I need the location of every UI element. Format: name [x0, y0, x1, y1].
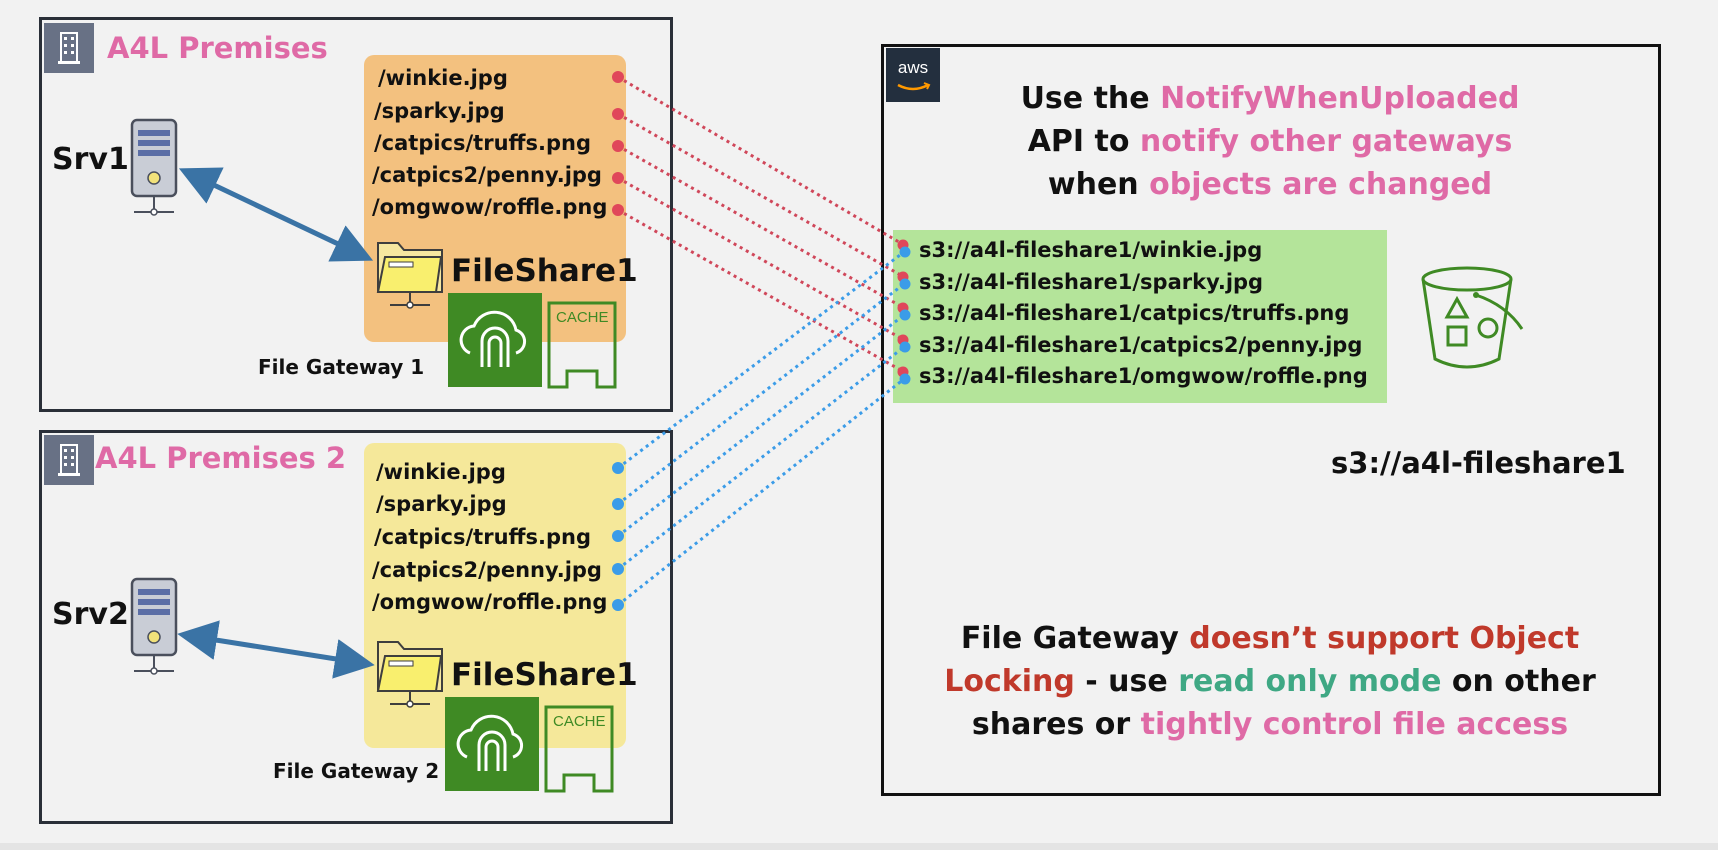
file-item: /catpics2/penny.jpg [372, 558, 602, 582]
locking-text: File Gateway [960, 621, 1190, 656]
notify-text: when [1047, 167, 1150, 202]
s3-object: s3://a4l-fileshare1/catpics/truffs.png [919, 301, 1350, 325]
folder-icon [375, 233, 447, 313]
locking-warning: doesn’t support Object [1189, 621, 1580, 656]
gateway1-sync-lines [617, 75, 905, 374]
s3-object: s3://a4l-fileshare1/catpics2/penny.jpg [919, 333, 1363, 357]
notify-highlight: notify other gateways [1139, 124, 1513, 159]
file-item: /catpics2/penny.jpg [372, 163, 602, 187]
folder-icon [375, 632, 447, 712]
file-item: /catpics/truffs.png [374, 525, 592, 549]
locking-option: tightly control file access [1140, 707, 1569, 742]
server-1-label: Srv1 [52, 142, 129, 177]
notify-message: Use the NotifyWhenUploaded API to notify… [960, 77, 1580, 206]
building-icon [44, 435, 94, 485]
notify-text: Use the [1020, 81, 1161, 116]
file-gateway-1-label: File Gateway 1 [258, 355, 425, 379]
premises-2-title: A4L Premises 2 [95, 441, 347, 475]
file-gateway-icon [448, 293, 542, 387]
s3-bucket-icon [1420, 265, 1526, 379]
server-icon [128, 577, 180, 681]
file-item: /omgwow/roffle.png [372, 590, 608, 614]
srv1-connection-arrow [178, 167, 374, 262]
locking-warning: Locking [944, 664, 1075, 699]
srv2-connection-arrow [177, 620, 375, 679]
notify-text: API to [1027, 124, 1140, 159]
fileshare-2-label: FileShare1 [451, 657, 638, 693]
s3-object: s3://a4l-fileshare1/omgwow/roffle.png [919, 364, 1368, 388]
locking-message: File Gateway doesn’t support Object Lock… [920, 617, 1620, 746]
file-item: /sparky.jpg [376, 492, 507, 516]
fileshare-1-label: FileShare1 [451, 253, 638, 289]
file-item: /winkie.jpg [376, 460, 506, 484]
file-item: /winkie.jpg [378, 66, 508, 90]
gateway2-sync-lines [617, 250, 905, 607]
gateway2-file-dots [612, 462, 624, 611]
building-icon [44, 23, 94, 73]
locking-option: read only mode [1178, 664, 1442, 699]
locking-text: - use [1074, 664, 1179, 699]
s3-object: s3://a4l-fileshare1/sparky.jpg [919, 270, 1264, 294]
premises-1-title: A4L Premises [107, 31, 328, 65]
aws-cloud-box [881, 44, 1661, 796]
server-icon [128, 118, 180, 222]
cache-label: CACHE [556, 309, 609, 326]
file-gateway-2-label: File Gateway 2 [273, 759, 440, 783]
locking-text: on other [1441, 664, 1596, 699]
file-item: /sparky.jpg [374, 99, 505, 123]
cache-icon: CACHE [547, 301, 617, 389]
locking-text: shares or [971, 707, 1141, 742]
cache-icon: CACHE [544, 705, 614, 793]
aws-logo-text: aws [897, 58, 929, 77]
s3-object-dots [897, 239, 911, 385]
s3-object: s3://a4l-fileshare1/winkie.jpg [919, 238, 1263, 262]
file-gateway-icon [445, 697, 539, 791]
file-item: /catpics/truffs.png [374, 131, 592, 155]
notify-api-name: NotifyWhenUploaded [1160, 81, 1520, 116]
s3-object-list [893, 230, 1387, 403]
bucket-name: s3://a4l-fileshare1 [1331, 446, 1626, 480]
bottom-strip [0, 843, 1718, 850]
server-2-label: Srv2 [52, 597, 129, 632]
aws-logo: aws [886, 48, 940, 102]
cache-label: CACHE [553, 713, 606, 730]
file-item: /omgwow/roffle.png [372, 195, 608, 219]
notify-highlight: objects are changed [1149, 167, 1493, 202]
gateway1-file-dots [612, 71, 624, 216]
